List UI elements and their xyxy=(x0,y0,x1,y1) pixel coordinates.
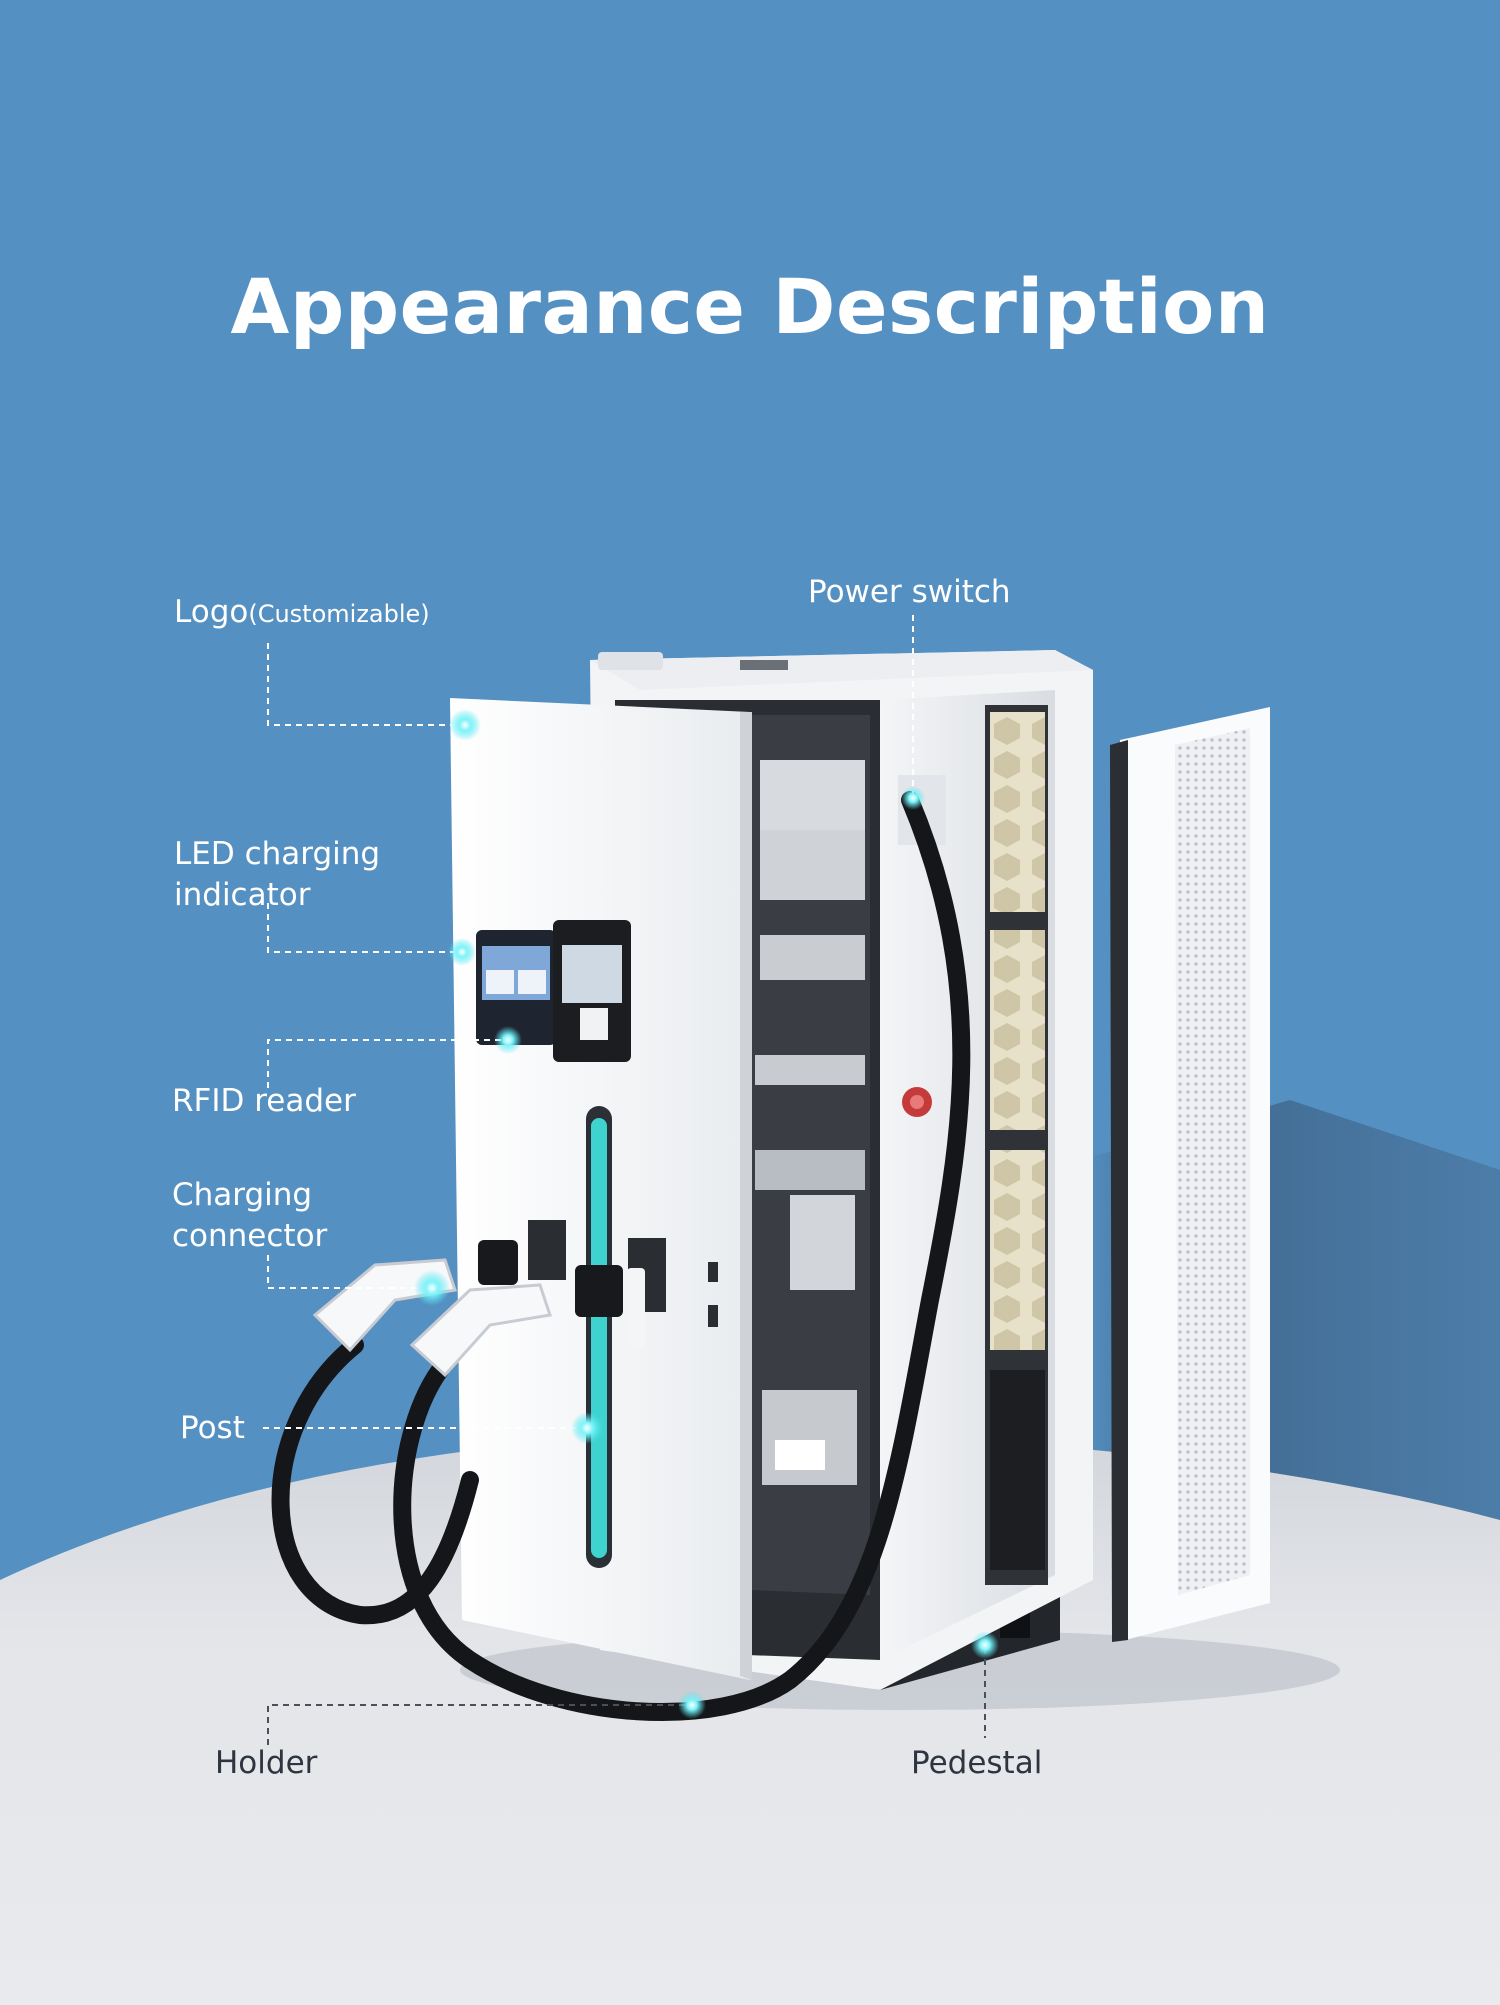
label-post: Post xyxy=(180,1410,245,1446)
callout-lines xyxy=(263,615,914,1429)
callout-lines-floor xyxy=(267,1648,986,1745)
rfid-marker xyxy=(494,1026,522,1054)
holder-marker xyxy=(678,1691,706,1719)
label-power-switch: Power switch xyxy=(808,574,1011,610)
pedestal-marker xyxy=(971,1631,999,1659)
label-logo: Logo(Customizable) xyxy=(174,592,430,635)
connector-marker xyxy=(414,1270,450,1306)
label-rfid-reader: RFID reader xyxy=(172,1083,356,1119)
label-charging-connector: Charging connector xyxy=(172,1177,328,1254)
label-pedestal: Pedestal xyxy=(911,1745,1043,1781)
post-marker xyxy=(571,1412,603,1444)
label-led-indicator: LED charging indicator xyxy=(174,836,381,913)
front-door xyxy=(450,698,752,1680)
page-title: Appearance Description xyxy=(230,262,1270,351)
callout-markers xyxy=(414,709,999,1719)
label-logo-main: Logo xyxy=(174,594,249,630)
label-holder: Holder xyxy=(215,1745,318,1781)
side-panel xyxy=(1110,707,1270,1642)
power-switch-marker xyxy=(901,786,925,810)
charging-cables xyxy=(271,791,971,1721)
logo-marker xyxy=(449,709,481,741)
led-marker xyxy=(448,938,476,966)
label-logo-note: (Customizable) xyxy=(248,600,430,628)
